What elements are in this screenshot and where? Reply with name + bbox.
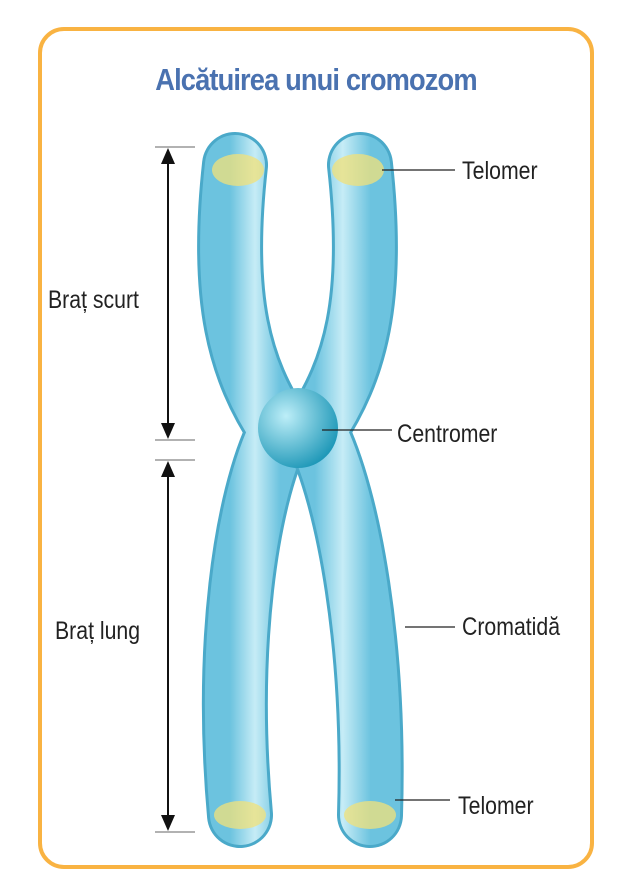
label-telomer-top: Telomer	[462, 157, 538, 185]
chromatid-right	[276, 132, 404, 848]
label-brat-lung: Braț lung	[55, 617, 141, 645]
length-arrows	[155, 146, 195, 833]
chromatid-left	[197, 132, 319, 848]
diagram-title: Alcătuirea unui cromozom	[155, 62, 477, 97]
centromere	[258, 388, 338, 468]
telomeres	[212, 154, 396, 829]
label-telomer-bottom: Telomer	[458, 792, 534, 820]
frame-border	[38, 27, 594, 869]
label-centromer: Centromer	[397, 420, 498, 448]
pointer-lines	[322, 169, 455, 801]
label-cromatida: Cromatidă	[462, 613, 561, 641]
label-brat-scurt: Braț scurt	[48, 286, 139, 314]
